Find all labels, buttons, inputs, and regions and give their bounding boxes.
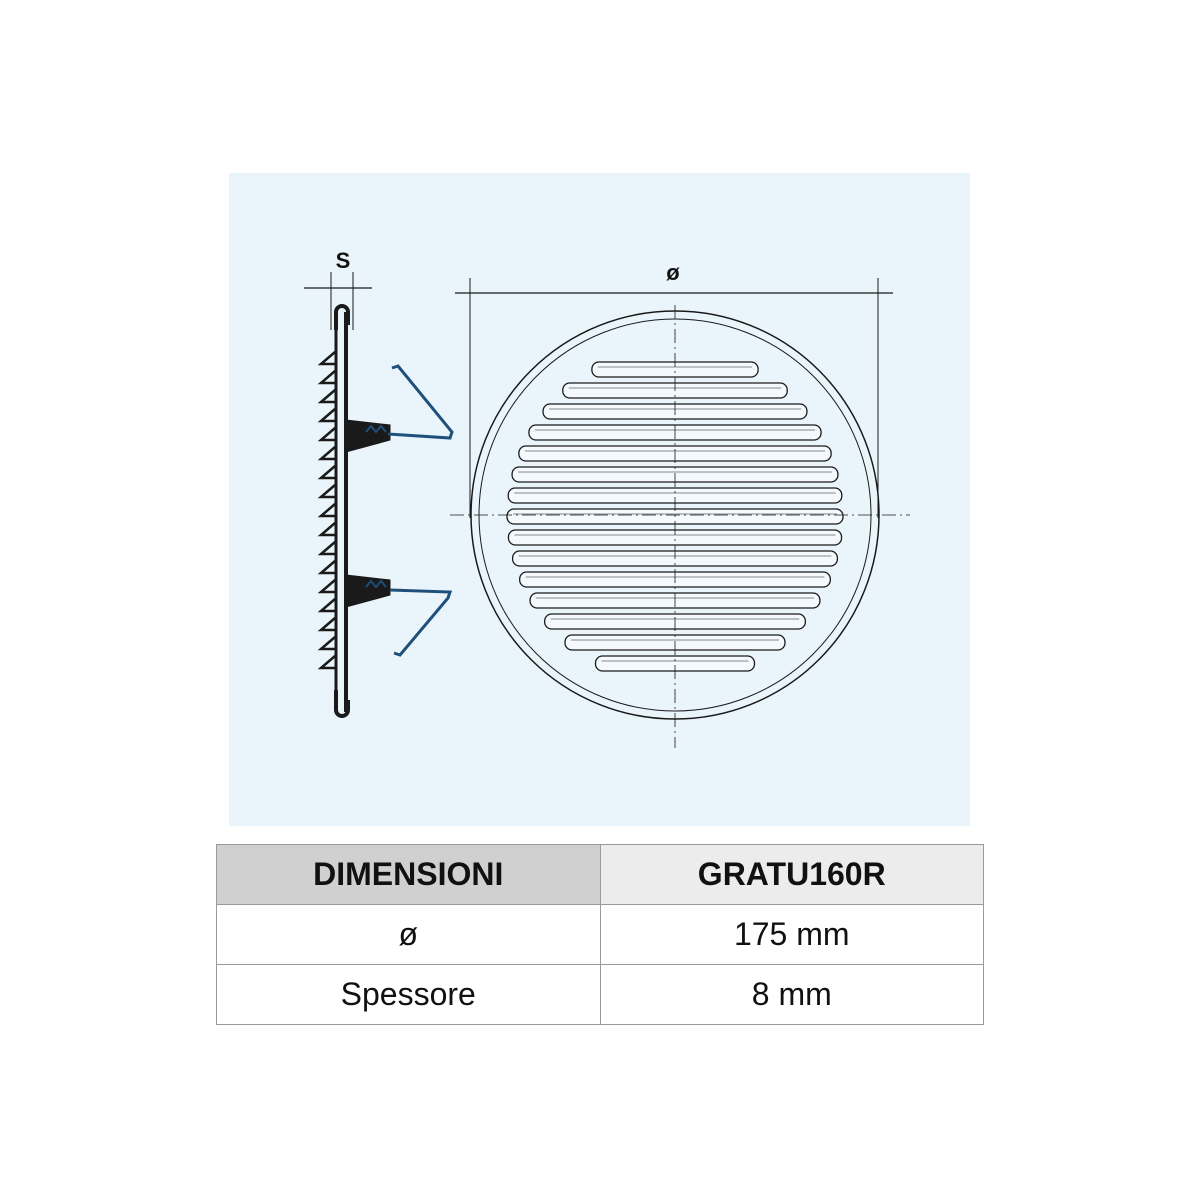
louver-tooth <box>317 579 336 594</box>
louver-tooth <box>317 370 336 385</box>
diameter-label: ø <box>666 260 680 285</box>
louver-tooth <box>317 636 336 651</box>
technical-drawing-panel: S ø <box>229 173 970 826</box>
spring-coil-bottom <box>365 579 387 589</box>
table-header-row: DIMENSIONI GRATU160R <box>216 844 984 905</box>
table-cell: 175 mm <box>599 904 984 965</box>
spring-coil-top <box>365 424 387 434</box>
technical-drawing: S ø <box>304 248 910 748</box>
table-cell: ø <box>216 904 601 965</box>
louver-tooth <box>317 522 336 537</box>
clip-top <box>345 419 391 453</box>
louver-tooth <box>317 503 336 518</box>
table-row: ø 175 mm <box>216 904 984 965</box>
table-cell: 8 mm <box>599 964 984 1025</box>
louver-teeth <box>317 351 336 670</box>
louver-tooth <box>317 617 336 632</box>
louver-tooth <box>317 560 336 575</box>
table-cell: Spessore <box>216 964 601 1025</box>
plate-top-hook <box>334 304 350 330</box>
louver-tooth <box>317 389 336 404</box>
louver-tooth <box>317 351 336 366</box>
header-cell: GRATU160R <box>599 844 984 905</box>
louver-tooth <box>317 408 336 423</box>
front-view: ø <box>450 260 910 748</box>
louver-tooth <box>317 598 336 613</box>
table-row: Spessore 8 mm <box>216 964 984 1025</box>
dimensions-table: DIMENSIONI GRATU160R ø 175 mm Spessore 8… <box>216 844 984 1025</box>
louver-tooth <box>317 427 336 442</box>
louver-tooth <box>317 541 336 556</box>
side-view: S <box>304 248 454 718</box>
louver-tooth <box>317 446 336 461</box>
spring-wire-top <box>387 364 454 440</box>
thickness-label: S <box>336 248 351 273</box>
louver-tooth <box>317 465 336 480</box>
header-cell: DIMENSIONI <box>216 844 601 905</box>
spring-wire-bottom <box>389 588 453 657</box>
louver-tooth <box>317 484 336 499</box>
louver-tooth <box>317 655 336 670</box>
clip-bottom <box>345 574 391 608</box>
